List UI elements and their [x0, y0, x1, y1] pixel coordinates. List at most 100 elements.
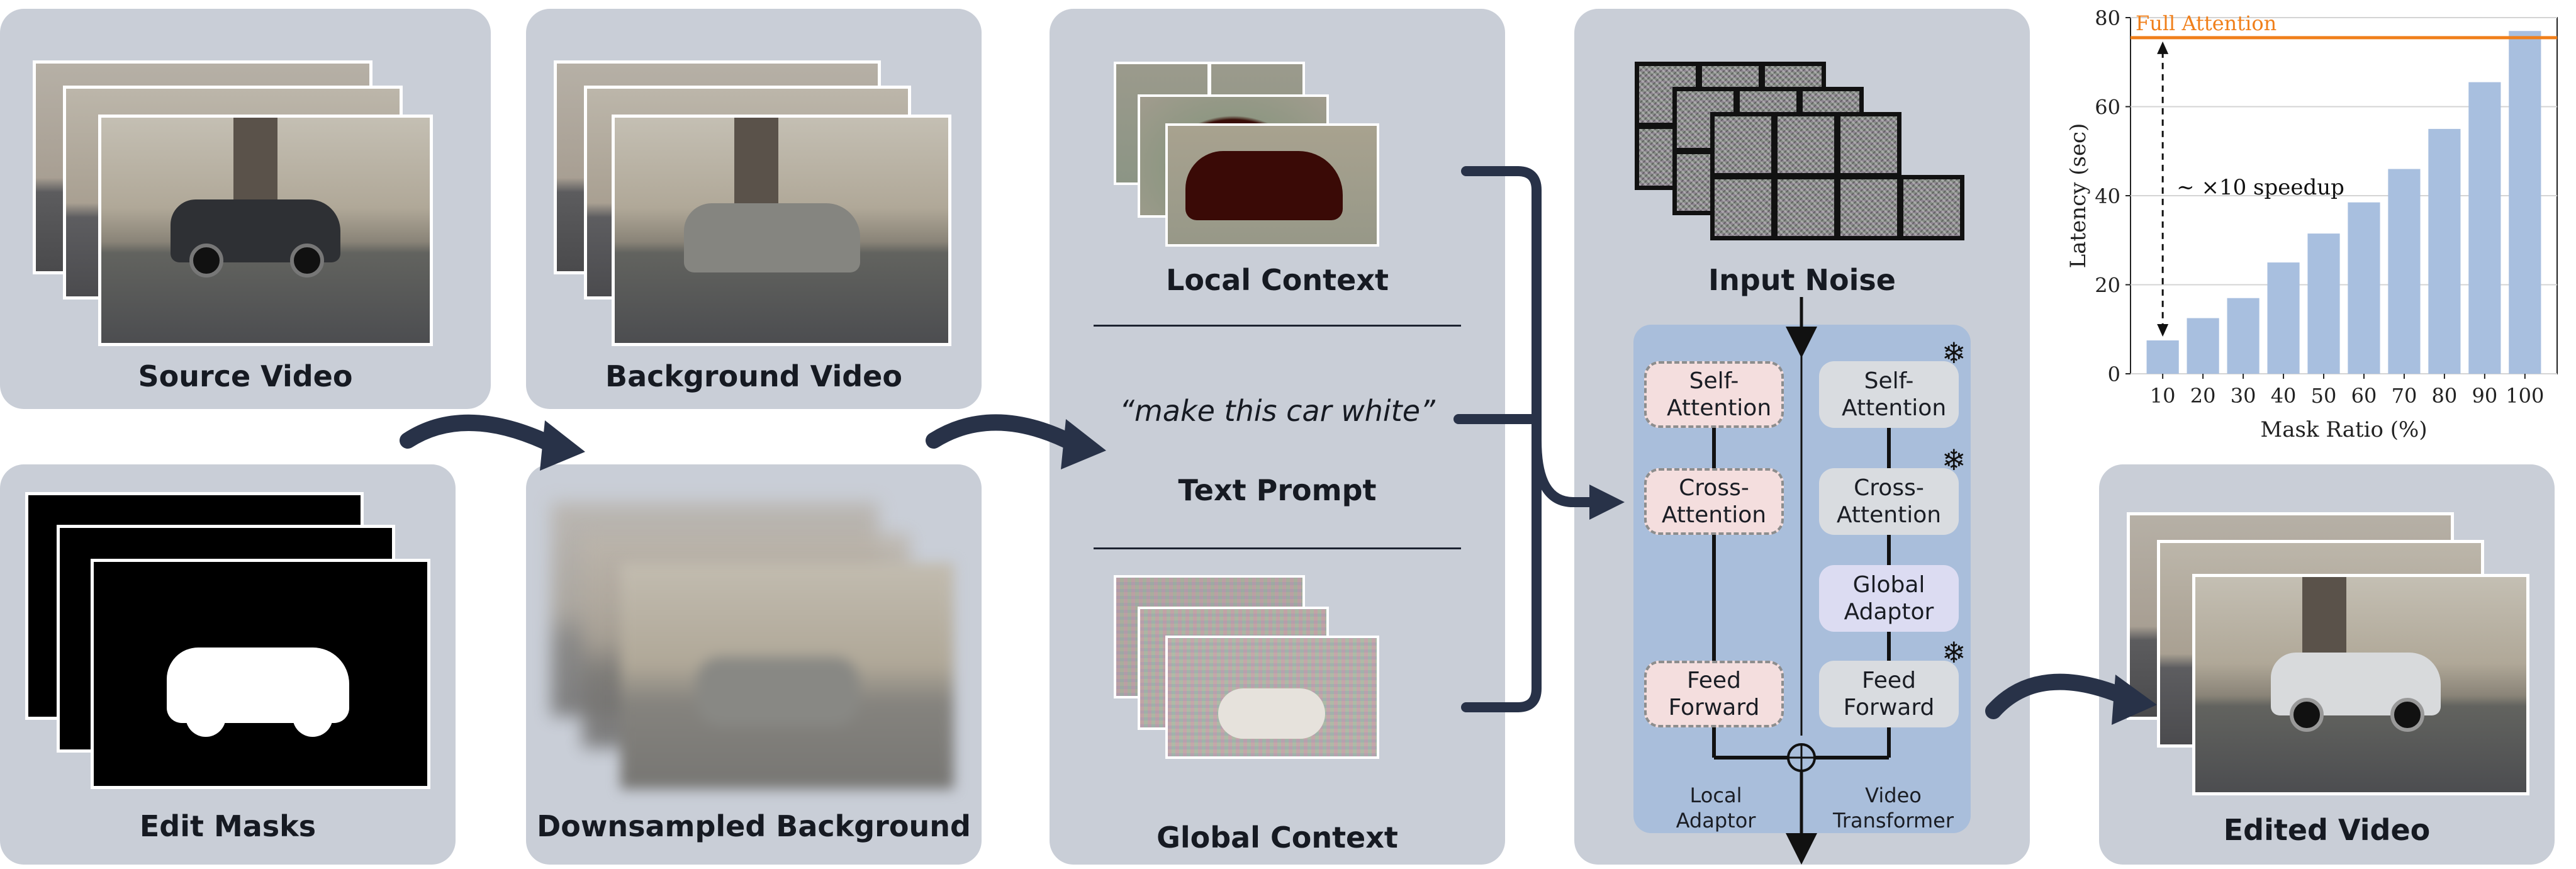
noise-frame-3-1 — [1710, 112, 1776, 177]
x-tick-label: 20 — [2190, 384, 2216, 408]
architecture-panel: Input Noise Self-Attention Cross-Attenti… — [1574, 9, 2030, 865]
video-cross-attention-label: Cross-Attention — [1836, 474, 1942, 528]
y-tick-label: 80 — [2095, 6, 2120, 30]
bar — [2267, 262, 2300, 374]
bar — [2388, 169, 2421, 374]
video-cross-attention-module: Cross-Attention — [1819, 468, 1959, 535]
bar — [2146, 340, 2179, 374]
x-tick-label: 10 — [2150, 384, 2176, 408]
curved-arrow-to-context-head — [1061, 419, 1106, 469]
global-context-tile-front — [1165, 636, 1379, 759]
architecture-connections — [1712, 297, 1891, 865]
text-prompt-quote: “make this car white” — [1119, 394, 1435, 428]
x-axis-label: Mask Ratio (%) — [2260, 417, 2427, 442]
mask-frame-front — [91, 559, 430, 789]
x-tick-label: 60 — [2351, 384, 2377, 408]
bar — [2428, 128, 2461, 374]
y-tick-label: 20 — [2095, 274, 2120, 298]
downsampled-background-caption: Downsampled Background — [537, 809, 971, 843]
global-adaptor-label: Global Adaptor — [1844, 571, 1934, 625]
text-prompt-caption: Text Prompt — [1178, 473, 1377, 507]
bracket-arrow-head — [1589, 485, 1625, 520]
local-cross-attention-label: Cross-Attention — [1661, 474, 1767, 528]
source-video-caption: Source Video — [138, 359, 353, 393]
separator-top — [1094, 325, 1461, 327]
video-self-attention-label: Self-Attention — [1842, 367, 1947, 421]
local-adaptor-label: Local Adaptor — [1676, 783, 1756, 833]
noise-frame-3-5 — [1773, 175, 1839, 240]
car-wheel-right — [290, 244, 324, 278]
x-tick-label: 90 — [2472, 384, 2498, 408]
source-video-panel: Source Video — [0, 9, 491, 409]
curved-arrow-to-background — [400, 415, 562, 454]
curved-arrow-to-edited-head — [2112, 675, 2157, 725]
curved-arrow-to-context — [926, 414, 1083, 452]
frozen-snowflake-icon: ❄ — [1942, 443, 1966, 477]
curved-arrow-to-edited — [1985, 673, 2134, 719]
x-tick-label: 100 — [2506, 384, 2544, 408]
x-tick-label: 40 — [2271, 384, 2297, 408]
speedup-arrow-head-down — [2157, 323, 2169, 337]
speedup-annotation: ∼ ×10 speedup — [2176, 175, 2344, 200]
bar — [2348, 202, 2380, 374]
local-self-attention-label: Self-Attention — [1667, 367, 1772, 421]
local-feed-forward-label: Feed Forward — [1668, 667, 1760, 720]
x-tick-label: 80 — [2432, 384, 2458, 408]
car-mask-wheel-right — [293, 697, 333, 737]
background-video-caption: Background Video — [605, 359, 902, 393]
global-context-car-latent — [1218, 688, 1325, 739]
y-tick-label: 60 — [2095, 96, 2120, 120]
global-context-caption: Global Context — [1156, 821, 1398, 855]
blurred-masked-car — [696, 657, 860, 726]
local-context-car-latent — [1185, 151, 1343, 220]
source-frame-front — [98, 115, 433, 346]
blurred-frame-front — [620, 563, 954, 789]
context-panel: Local Context “make this car white” Text… — [1050, 9, 1505, 865]
frozen-snowflake-icon: ❄ — [1942, 636, 1966, 670]
noise-frame-3-4 — [1710, 175, 1776, 240]
edited-frame-front — [2192, 574, 2529, 795]
bar — [2187, 318, 2219, 374]
car-wheel-left — [189, 244, 223, 278]
video-feed-forward-module: Feed Forward — [1819, 661, 1959, 727]
masked-car-region — [684, 203, 860, 272]
x-tick-label: 70 — [2392, 384, 2417, 408]
background-frame-front — [612, 115, 951, 346]
bar — [2509, 31, 2541, 374]
curved-arrow-to-background-head — [540, 420, 585, 471]
x-tick-label: 50 — [2311, 384, 2337, 408]
separator-bottom — [1094, 547, 1461, 549]
video-transformer-label: Video Transformer — [1832, 783, 1954, 833]
car-wheel-right — [2390, 698, 2424, 732]
downsampled-background-panel: Downsampled Background — [526, 464, 982, 865]
local-cross-attention-module: Cross-Attention — [1644, 468, 1784, 535]
global-adaptor-module: Global Adaptor — [1819, 565, 1959, 632]
y-tick-label: 0 — [2108, 362, 2120, 386]
noise-frame-3-2 — [1773, 112, 1839, 177]
full-attention-label: Full Attention — [2136, 11, 2276, 35]
video-feed-forward-label: Feed Forward — [1843, 667, 1935, 720]
car-mask-wheel-left — [186, 697, 226, 737]
video-self-attention-module: Self-Attention — [1819, 361, 1959, 428]
edited-video-panel: Edited Video — [2099, 464, 2555, 865]
bracket-to-architecture — [1532, 435, 1597, 507]
local-self-attention-module: Self-Attention — [1644, 361, 1784, 428]
noise-frame-3-6 — [1836, 175, 1901, 240]
bar — [2227, 298, 2260, 374]
local-context-caption: Local Context — [1166, 263, 1389, 297]
bar — [2307, 233, 2340, 374]
speedup-arrow-head-up — [2157, 41, 2169, 54]
local-context-tile-front — [1165, 123, 1379, 247]
bar — [2468, 82, 2501, 374]
noise-frame-3-7 — [1899, 175, 1964, 240]
car-wheel-left — [2290, 698, 2324, 732]
background-video-panel: Background Video — [526, 9, 982, 409]
input-noise-caption: Input Noise — [1708, 263, 1896, 297]
edited-video-caption: Edited Video — [2223, 813, 2431, 847]
context-bracket — [1461, 166, 1542, 712]
y-axis-label: Latency (sec) — [2066, 123, 2091, 269]
frozen-snowflake-icon: ❄ — [1942, 336, 1966, 370]
local-feed-forward-module: Feed Forward — [1644, 661, 1784, 727]
